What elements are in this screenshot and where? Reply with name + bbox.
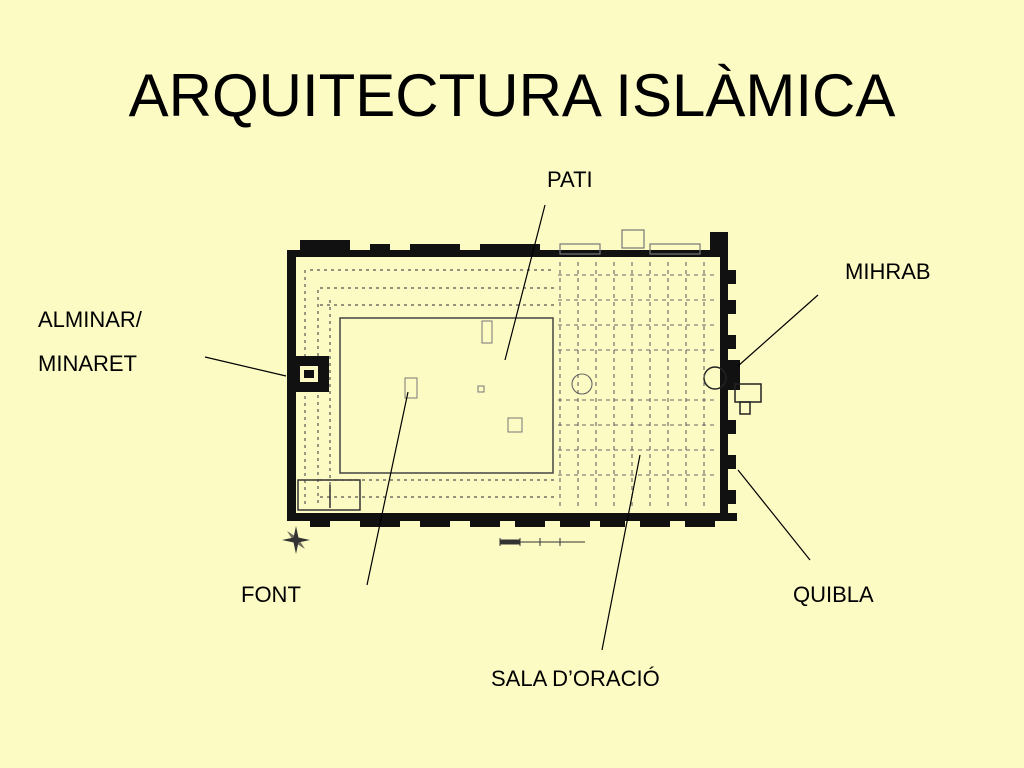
qibla-wall <box>726 270 740 504</box>
sala-oracio-leader <box>601 454 641 651</box>
north-arrow-icon <box>282 526 310 554</box>
prayer-hall-columns <box>558 262 718 508</box>
minaret-leader <box>204 356 287 377</box>
minaret <box>289 356 329 392</box>
outer-walls <box>287 232 737 527</box>
prayer-hall-top <box>559 229 701 255</box>
label-alminar: ALMINAR/ <box>38 307 142 332</box>
label-sala-oracio: SALA D’ORACIÓ <box>491 666 660 691</box>
courtyard <box>339 317 554 474</box>
pati-leader <box>504 204 546 361</box>
mihrab-leader <box>737 294 819 367</box>
label-mihrab: MIHRAB <box>845 259 931 284</box>
leader-lines <box>204 204 819 651</box>
quibla-leader <box>737 469 811 561</box>
label-pati: PATI <box>547 167 593 192</box>
portico-rows <box>304 269 555 505</box>
scale-bar-icon <box>499 538 585 546</box>
font-leader <box>366 391 409 586</box>
slide-title: ARQUITECTURA ISLÀMICA <box>128 62 896 129</box>
corner-room <box>297 479 361 511</box>
label-font: FONT <box>241 582 301 607</box>
label-quibla: QUIBLA <box>793 582 874 607</box>
label-minaret: MINARET <box>38 351 137 376</box>
